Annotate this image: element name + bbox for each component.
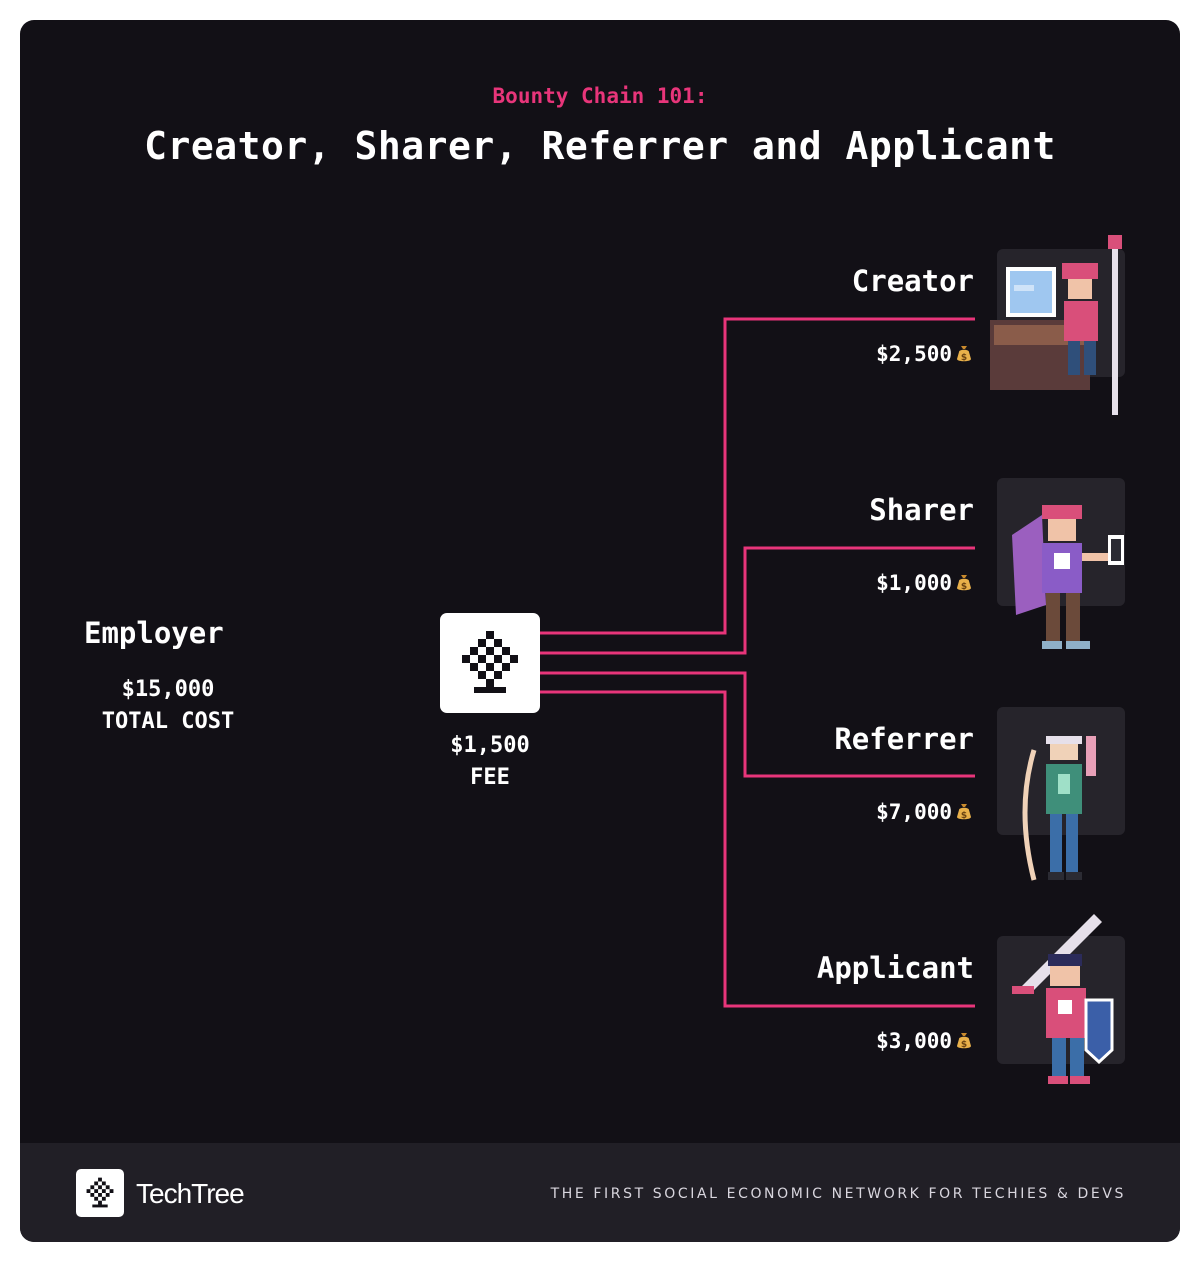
svg-text:$: $ <box>961 582 967 592</box>
money-bag-icon: $ <box>957 575 971 592</box>
flow-connectors <box>76 317 975 1008</box>
svg-text:$: $ <box>961 1040 967 1050</box>
sharer-avatar <box>1012 505 1124 649</box>
sharer-connector <box>540 546 975 655</box>
fee-note: FEE <box>470 765 510 790</box>
role-label-sharer: Sharer <box>869 493 974 527</box>
tagline: THE FIRST SOCIAL ECONOMIC NETWORK FOR TE… <box>550 1186 1126 1202</box>
role-amount-creator: $2,500 <box>876 342 952 366</box>
fee-amount: $1,500 <box>450 733 530 758</box>
creator-avatar <box>990 235 1122 415</box>
money-bag-icon: $ <box>957 346 971 363</box>
svg-text:$: $ <box>961 811 967 821</box>
svg-text:$: $ <box>961 353 967 363</box>
page-title: Creator, Sharer, Referrer and Applicant <box>144 124 1056 168</box>
employer-note: TOTAL COST <box>101 709 235 734</box>
money-bag-icon: $ <box>957 1033 971 1050</box>
role-amount-referrer: $7,000 <box>876 800 952 824</box>
employer-label: Employer <box>84 616 224 650</box>
applicant-avatar <box>1012 914 1114 1084</box>
role-amount-applicant: $3,000 <box>876 1029 952 1053</box>
tree-icon <box>462 631 518 693</box>
money-bag-icon: $ <box>957 804 971 821</box>
referrer-avatar <box>1022 736 1096 881</box>
brand-name[interactable]: TechTree <box>136 1178 245 1209</box>
footer-bar <box>20 1143 1180 1242</box>
role-label-creator: Creator <box>851 264 974 298</box>
role-label-applicant: Applicant <box>816 951 974 985</box>
subtitle: Bounty Chain 101: <box>492 84 708 108</box>
employer-amount: $15,000 <box>121 677 215 702</box>
tree-icon <box>86 1177 114 1208</box>
role-label-referrer: Referrer <box>834 722 974 756</box>
role-amount-sharer: $1,000 <box>876 571 952 595</box>
techtree-logo[interactable] <box>76 1169 124 1217</box>
infographic-card: Bounty Chain 101: Creator, Sharer, Refer… <box>20 20 1180 1242</box>
techtree-hub-logo <box>440 613 540 713</box>
